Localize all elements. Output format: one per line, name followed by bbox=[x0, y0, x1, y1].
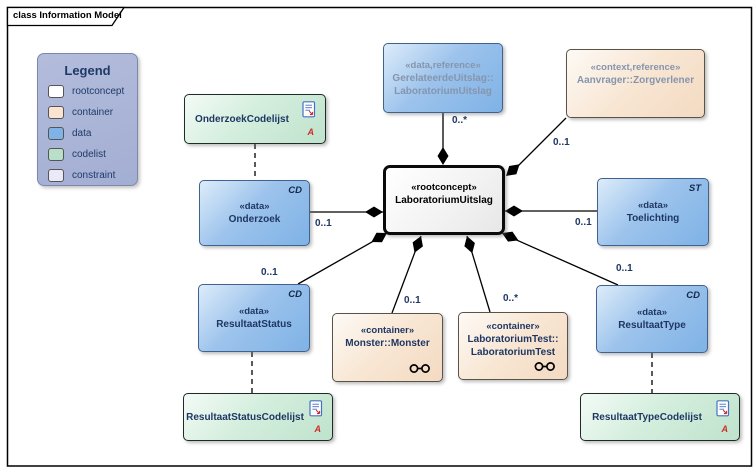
class-name: ResultaatStatus bbox=[216, 319, 292, 330]
class-name: ResultaatTypeCodelijst bbox=[592, 411, 702, 423]
class-box-monster[interactable]: «container» Monster::Monster bbox=[332, 313, 443, 382]
composition-diamond-icon bbox=[506, 164, 520, 176]
class-box-onderzoek[interactable]: CD «data» Onderzoek bbox=[199, 180, 310, 246]
corner-type-label: CD bbox=[288, 289, 302, 300]
multiplicity-label: 0..1 bbox=[261, 267, 278, 278]
connector-resultaattype bbox=[502, 233, 619, 286]
document-icon bbox=[302, 101, 316, 118]
class-name: GerelateerdeUitslag:: bbox=[392, 72, 494, 84]
document-icon bbox=[716, 400, 730, 417]
legend-item-data: data bbox=[48, 126, 137, 141]
class-box-resultaatstatus[interactable]: CD «data» ResultaatStatus bbox=[198, 284, 310, 352]
diagram-frame bbox=[6, 6, 753, 467]
class-name: LaboratoriumTest:: bbox=[467, 334, 559, 345]
marker-a: A bbox=[307, 127, 315, 137]
legend-item-constraint: constraint bbox=[48, 168, 137, 183]
stereotype-label: «data» bbox=[239, 201, 270, 212]
class-box-gerelateerdeuitslag[interactable]: «data,reference» GerelateerdeUitslag:: L… bbox=[383, 43, 503, 113]
multiplicity-label: 0..* bbox=[503, 293, 519, 304]
legend-item-codelist: codelist bbox=[48, 147, 137, 162]
data-swatch bbox=[48, 127, 64, 140]
legend-item-label: data bbox=[72, 128, 92, 139]
multiplicity-label: 0..* bbox=[452, 115, 468, 126]
legend-item-label: container bbox=[72, 107, 114, 118]
codelist-swatch bbox=[48, 148, 64, 161]
legend-title: Legend bbox=[64, 63, 111, 78]
class-name: Monster::Monster bbox=[345, 338, 430, 349]
composition-diamond-icon bbox=[371, 232, 387, 243]
multiplicity-label: 0..1 bbox=[404, 295, 421, 306]
multiplicity-label: 0..1 bbox=[616, 263, 633, 274]
legend-item-container: container bbox=[48, 105, 137, 120]
class-box-resultaattype[interactable]: CD «data» ResultaatType bbox=[596, 285, 708, 353]
composition-diamond-icon bbox=[505, 205, 523, 217]
composition-diamond-icon bbox=[464, 236, 475, 254]
stereotype-label: «data» bbox=[636, 307, 668, 318]
class-name: Aanvrager::Zorgverlener bbox=[576, 75, 695, 86]
class-box-toelichting[interactable]: ST «data» Toelichting bbox=[597, 178, 709, 246]
class-name: ResultaatStatusCodelijst bbox=[186, 411, 304, 423]
corner-type-label: CD bbox=[288, 185, 302, 196]
constraint-swatch bbox=[48, 169, 64, 182]
stereotype-label: «data,reference» bbox=[405, 59, 481, 71]
legend-item-rootconcept: rootconcept bbox=[48, 84, 137, 99]
corner-type-label: ST bbox=[688, 183, 701, 194]
rootconcept-swatch bbox=[48, 85, 64, 98]
stereotype-label: «data» bbox=[637, 200, 669, 211]
document-icon bbox=[309, 400, 323, 417]
multiplicity-label: 0..1 bbox=[575, 217, 592, 228]
composition-diamond-icon bbox=[412, 236, 423, 253]
diagram-tab bbox=[6, 6, 126, 27]
stereotype-label: «context,reference» bbox=[590, 62, 681, 73]
marker-a: A bbox=[721, 424, 729, 434]
stereotype-label: «container» bbox=[486, 321, 540, 332]
class-name: LaboratoriumUitslag bbox=[395, 195, 493, 206]
class-box-aanvrager-zorgverlener[interactable]: «context,reference» Aanvrager::Zorgverle… bbox=[566, 49, 705, 118]
connector-resultaatstatus bbox=[297, 233, 387, 285]
class-name: Onderzoek bbox=[228, 214, 281, 225]
composition-diamonds bbox=[365, 147, 523, 254]
legend-panel: Legend rootconcept container data codeli… bbox=[37, 53, 138, 186]
diagram-tab-title: class Information Model bbox=[13, 10, 122, 21]
container-swatch bbox=[48, 106, 64, 119]
class-box-resultaattypecodelijst[interactable]: ResultaatTypeCodelijst A bbox=[580, 393, 740, 441]
composition-diamond-icon bbox=[437, 147, 449, 165]
stereotype-label: «container» bbox=[360, 325, 415, 336]
multiplicity-label: 0..1 bbox=[553, 137, 570, 148]
collection-icon bbox=[534, 362, 555, 371]
legend-item-label: constraint bbox=[72, 170, 116, 181]
stereotype-label: «data» bbox=[238, 306, 270, 317]
class-box-laboratoriumtest[interactable]: «container» LaboratoriumTest:: Laborator… bbox=[458, 312, 568, 380]
connector-aanvrager bbox=[511, 117, 567, 173]
class-box-resultaatstatuscodelijst[interactable]: ResultaatStatusCodelijst A bbox=[183, 393, 333, 441]
class-name: ResultaatType bbox=[618, 320, 686, 331]
class-name: Toelichting bbox=[626, 213, 680, 224]
dashed-connectors bbox=[251, 144, 653, 393]
class-name: LaboratoriumUitslag bbox=[394, 85, 492, 97]
legend-item-label: rootconcept bbox=[72, 86, 125, 97]
collection-icon bbox=[409, 364, 430, 373]
stereotype-label: «rootconcept» bbox=[411, 182, 477, 193]
class-box-onderzoekcodelijst[interactable]: OnderzoekCodelijst A bbox=[184, 94, 326, 144]
class-box-laboratoriumuitslag[interactable]: «rootconcept» LaboratoriumUitslag bbox=[383, 165, 505, 235]
marker-a: A bbox=[314, 424, 322, 434]
composition-diamond-icon bbox=[502, 231, 519, 242]
class-name: LaboratoriumTest bbox=[470, 347, 556, 358]
multiplicity-label: 0..1 bbox=[315, 218, 332, 229]
composition-diamond-icon bbox=[365, 206, 383, 218]
legend-item-label: codelist bbox=[72, 149, 106, 160]
class-name: OnderzoekCodelijst bbox=[195, 113, 289, 125]
corner-type-label: CD bbox=[686, 290, 700, 301]
